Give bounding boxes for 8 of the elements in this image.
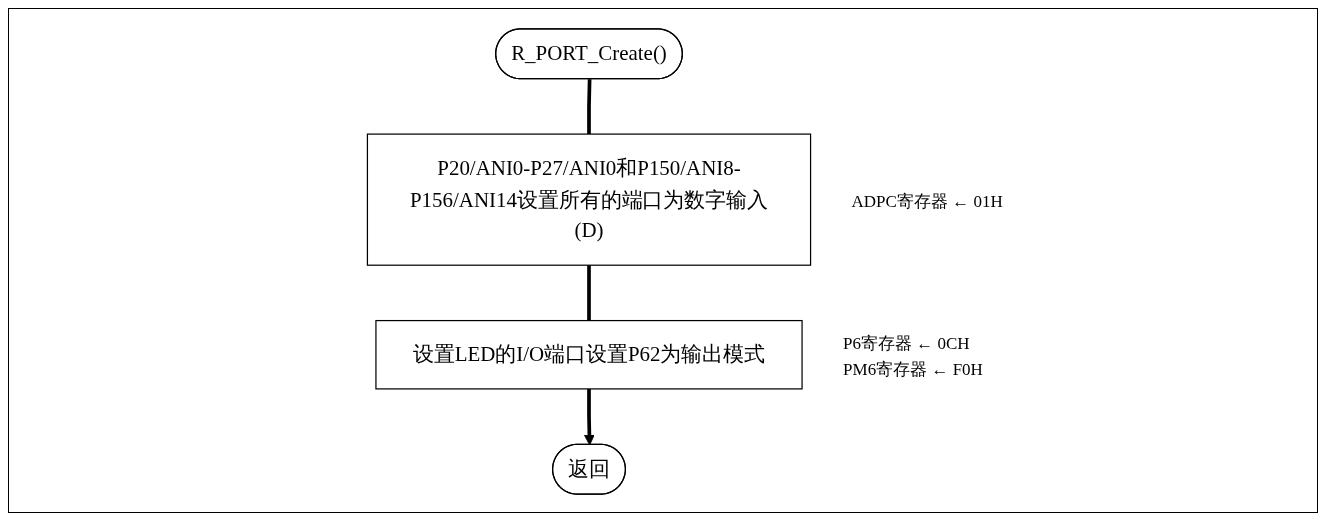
connector (587, 265, 591, 321)
connector (587, 79, 592, 135)
register-note: PM6寄存器 ← F0H (843, 358, 983, 381)
register-note: P6寄存器 ← 0CH (843, 332, 970, 355)
arrow (584, 388, 595, 446)
node-box: 设置LED的I/O端口设置P62为输出模式 (375, 319, 803, 390)
register-note: ADPC寄存器 ← 01H (851, 190, 1003, 213)
node-box: P20/ANI0-P27/ANI0和P150/ANI8-P156/ANI14设置所有的端口为数字输入(D) (366, 133, 812, 266)
